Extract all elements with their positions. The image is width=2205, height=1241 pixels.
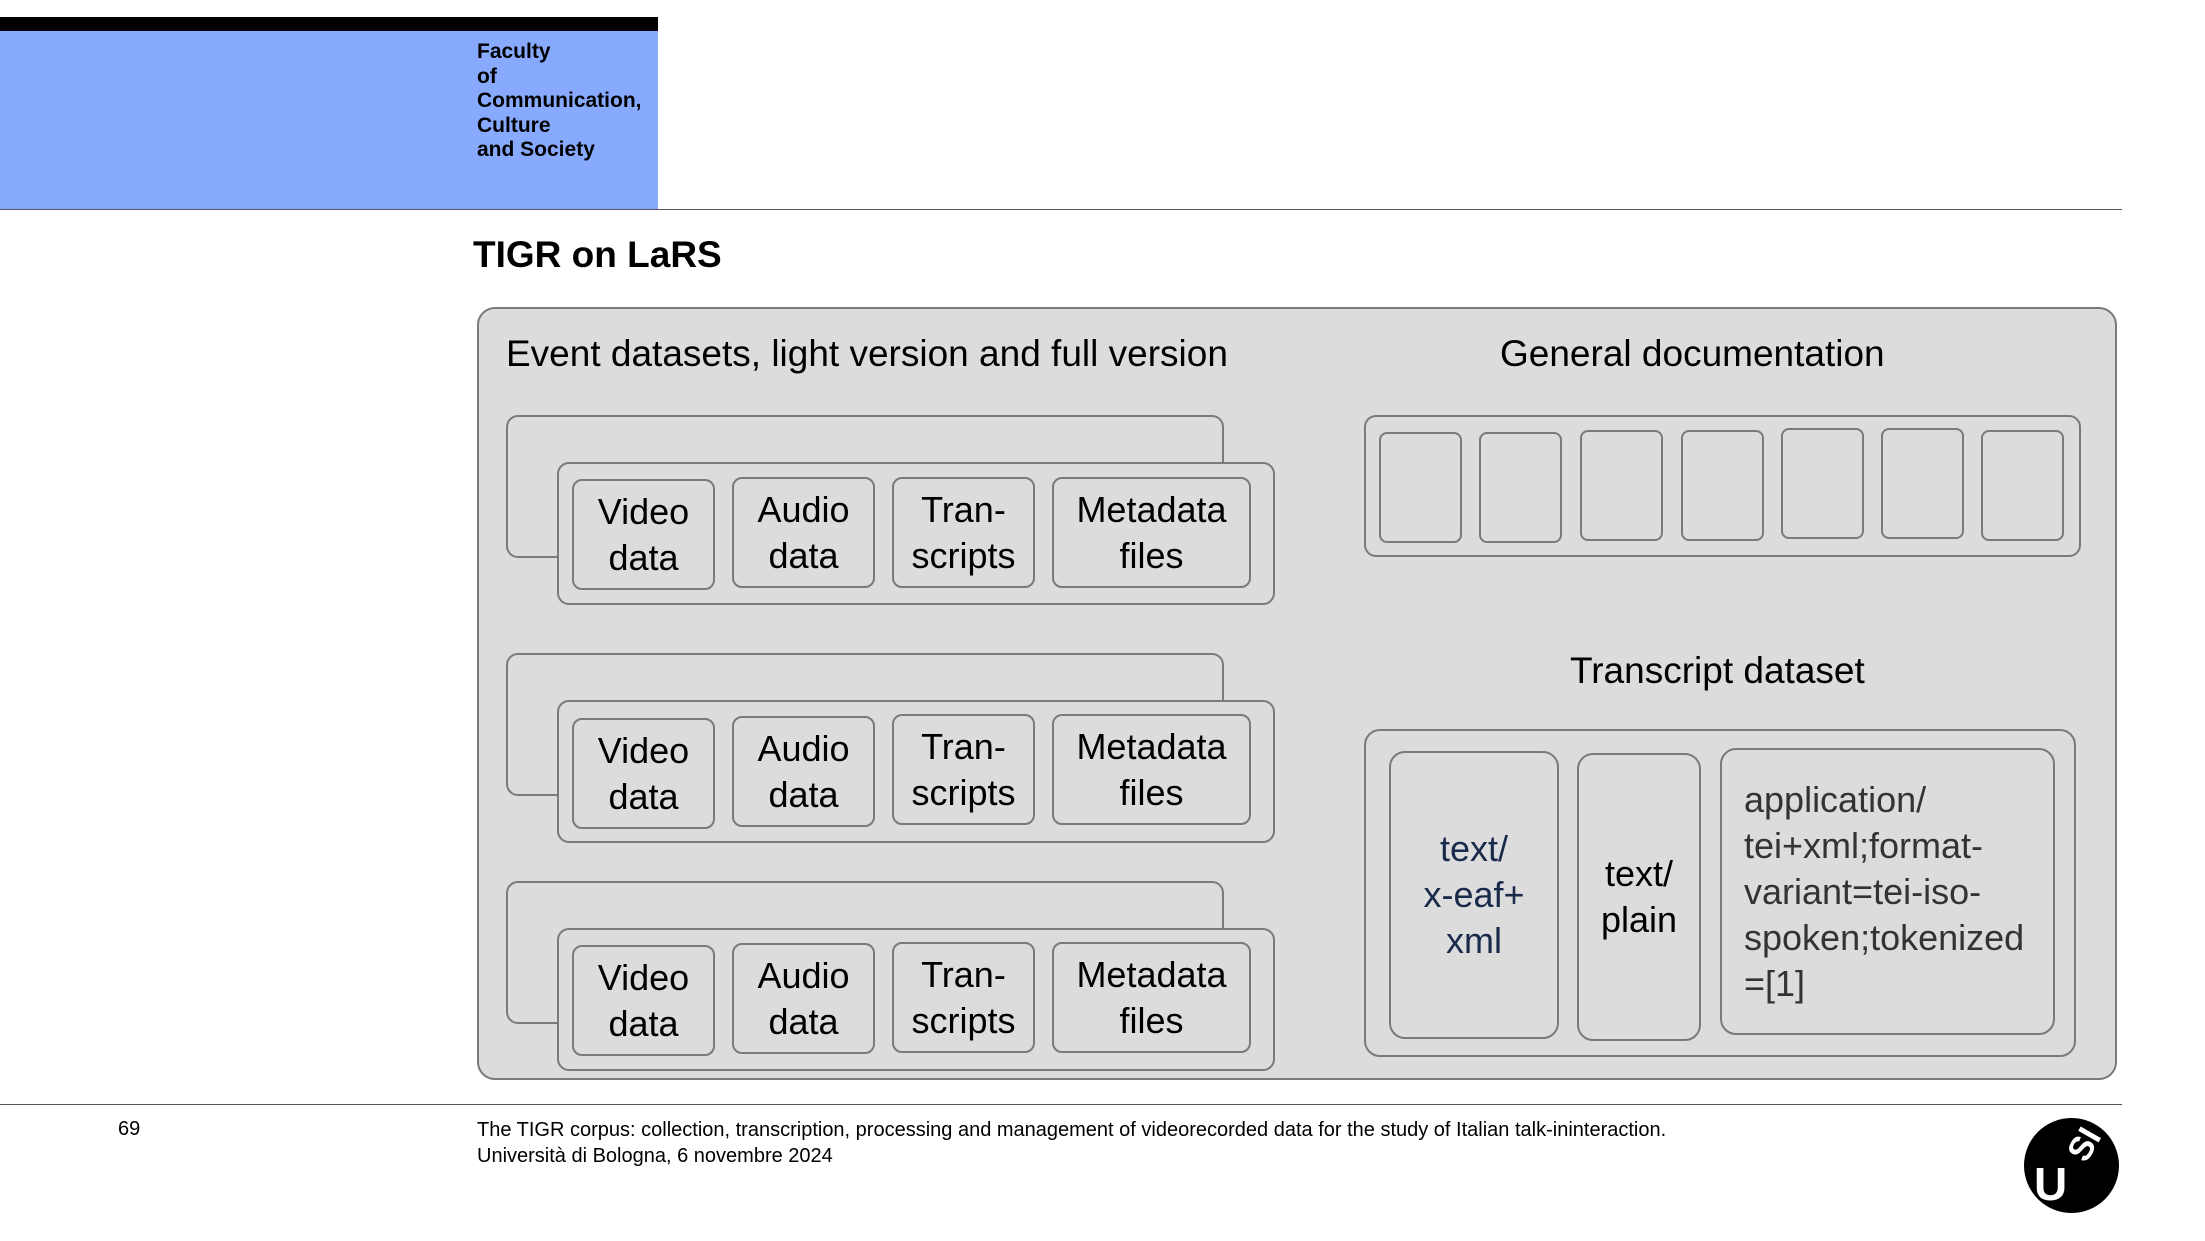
audio-data-box: Audio data bbox=[732, 943, 875, 1054]
transcripts-box: Tran- scripts bbox=[892, 942, 1035, 1053]
svg-text:SI: SI bbox=[2060, 1121, 2109, 1168]
video-data-box: Video data bbox=[572, 945, 715, 1056]
document-box bbox=[1580, 430, 1663, 541]
footer-citation: The TIGR corpus: collection, transcripti… bbox=[477, 1119, 1667, 1141]
document-box bbox=[1981, 430, 2064, 541]
header-black-bar bbox=[0, 17, 658, 31]
slide-title: TIGR on LaRS bbox=[473, 234, 722, 275]
transcripts-box: Tran- scripts bbox=[892, 714, 1035, 825]
metadata-files-box: Metadata files bbox=[1052, 714, 1251, 825]
plain-text-format-box: text/ plain bbox=[1577, 753, 1701, 1041]
usi-logo: U SI bbox=[2024, 1118, 2119, 1213]
document-box bbox=[1681, 430, 1764, 541]
page-number: 69 bbox=[118, 1118, 141, 1140]
faculty-banner bbox=[0, 31, 658, 209]
general-documentation-heading: General documentation bbox=[1500, 333, 1885, 374]
audio-data-box: Audio data bbox=[732, 477, 875, 588]
transcript-dataset-heading: Transcript dataset bbox=[1570, 650, 1865, 691]
metadata-files-box: Metadata files bbox=[1052, 942, 1251, 1053]
video-data-box: Video data bbox=[572, 718, 715, 829]
faculty-name: Faculty of Communication, Culture and So… bbox=[477, 40, 642, 161]
footer-divider bbox=[0, 1104, 2122, 1105]
metadata-files-box: Metadata files bbox=[1052, 477, 1251, 588]
document-box bbox=[1379, 432, 1462, 543]
footer-venue-date: Università di Bologna, 6 novembre 2024 bbox=[477, 1145, 833, 1167]
eaf-format-box: text/ x-eaf+ xml bbox=[1389, 751, 1559, 1039]
svg-text:U: U bbox=[2034, 1158, 2067, 1210]
transcripts-box: Tran- scripts bbox=[892, 477, 1035, 588]
document-box bbox=[1881, 428, 1964, 539]
event-datasets-heading: Event datasets, light version and full v… bbox=[506, 333, 1228, 374]
document-box bbox=[1781, 428, 1864, 539]
tei-format-box: application/ tei+xml;format- variant=tei… bbox=[1720, 748, 2055, 1035]
document-box bbox=[1479, 432, 1562, 543]
header-divider bbox=[0, 209, 2122, 210]
usi-logo-mark: U SI bbox=[2034, 1121, 2109, 1210]
video-data-box: Video data bbox=[572, 479, 715, 590]
audio-data-box: Audio data bbox=[732, 716, 875, 827]
